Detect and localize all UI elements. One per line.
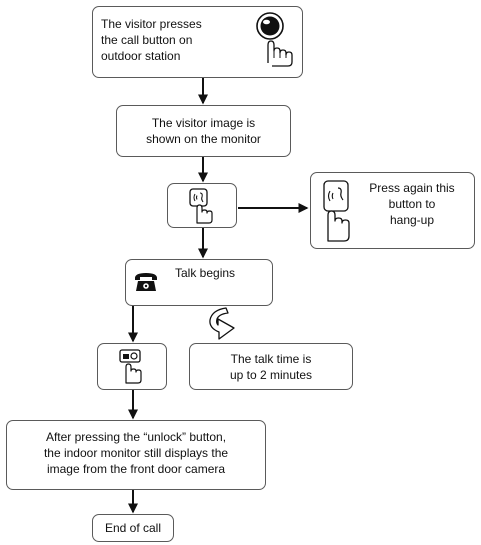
step-talk-time bbox=[189, 343, 353, 390]
step-end-of-call-label: End of call bbox=[104, 521, 162, 535]
unlock-button-press-icon bbox=[119, 349, 142, 384]
step-after-unlock-label: After pressing the “unlock” button, the … bbox=[43, 430, 229, 476]
curved-arrow-icon bbox=[209, 307, 235, 340]
step-hang-up-label: Press again this button to hang-up bbox=[369, 181, 455, 227]
step-talk-begins-label: Talk begins bbox=[175, 266, 236, 280]
step-visitor-press-label: The visitor presses the call button on o… bbox=[101, 17, 202, 63]
hangup-button-press-icon bbox=[323, 180, 350, 242]
step-after-unlock bbox=[6, 420, 266, 490]
talk-button-press-icon bbox=[189, 188, 213, 224]
step-talk-time-label: The talk time is up to 2 minutes bbox=[229, 352, 313, 382]
step-end-of-call bbox=[92, 514, 174, 542]
step-image-shown bbox=[116, 105, 291, 157]
telephone-icon bbox=[135, 273, 157, 291]
doorbell-press-icon bbox=[256, 12, 293, 67]
step-image-shown-label: The visitor image is shown on the monito… bbox=[146, 116, 261, 146]
